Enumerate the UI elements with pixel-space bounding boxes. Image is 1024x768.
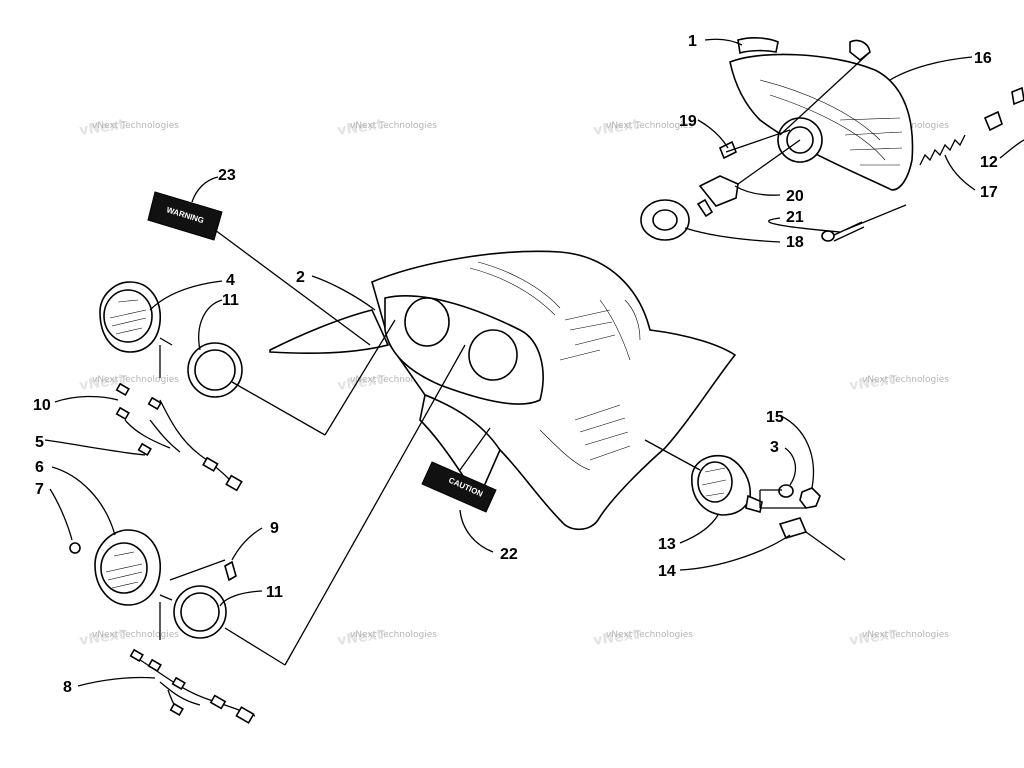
watermark: vNext vNext Technologies bbox=[78, 627, 179, 649]
callout-14: 14 bbox=[658, 563, 676, 580]
callout-15: 15 bbox=[766, 409, 784, 426]
leader-lines bbox=[44, 38, 1024, 687]
nut bbox=[799, 487, 821, 509]
svg-text:vNext: vNext bbox=[848, 372, 896, 394]
callout-12: 12 bbox=[980, 154, 998, 171]
callout-23: 23 bbox=[218, 167, 236, 184]
watermark: vNext vNext Technologies bbox=[78, 372, 179, 394]
svg-text:vNext Technologies: vNext Technologies bbox=[350, 121, 437, 131]
caution-decal: CAUTION bbox=[421, 461, 497, 513]
callout-5: 5 bbox=[35, 434, 44, 451]
callout-21: 21 bbox=[786, 209, 804, 226]
screw bbox=[718, 140, 738, 160]
bracket bbox=[737, 37, 779, 55]
bolt bbox=[821, 230, 835, 242]
callout-1: 1 bbox=[688, 33, 697, 50]
watermark: vNext vNext Technologies bbox=[848, 372, 949, 394]
svg-text:vNext: vNext bbox=[592, 117, 640, 139]
grommet bbox=[69, 542, 81, 554]
callout-4: 4 bbox=[226, 272, 235, 289]
svg-text:vNext Technologies: vNext Technologies bbox=[862, 630, 949, 640]
bulb bbox=[698, 175, 739, 207]
watermark: vNext vNext Technologies bbox=[592, 627, 693, 649]
callout-19: 19 bbox=[679, 113, 697, 130]
svg-text:vNext Technologies: vNext Technologies bbox=[350, 375, 437, 385]
console-housing bbox=[269, 250, 737, 531]
svg-text:vNext: vNext bbox=[592, 627, 640, 649]
svg-text:vNext: vNext bbox=[336, 117, 384, 139]
switch-assembly bbox=[691, 454, 846, 561]
gauge-hole-left bbox=[404, 297, 450, 347]
svg-text:vNext: vNext bbox=[78, 372, 126, 394]
warning-decal: WARNING bbox=[147, 191, 223, 241]
svg-text:vNext Technologies: vNext Technologies bbox=[606, 121, 693, 131]
gauge-lower bbox=[69, 529, 237, 639]
watermark: vNext vNext Technologies bbox=[336, 372, 437, 394]
callout-3: 3 bbox=[770, 439, 779, 456]
svg-text:vNext Technologies: vNext Technologies bbox=[606, 630, 693, 640]
callout-7: 7 bbox=[35, 481, 44, 498]
callout-22: 22 bbox=[500, 546, 518, 563]
svg-text:vNext: vNext bbox=[848, 627, 896, 649]
headlight-housing bbox=[729, 53, 914, 191]
svg-text:vNext: vNext bbox=[336, 627, 384, 649]
watermark: vNext vNext Technologies bbox=[336, 627, 437, 649]
gauge-hole-right bbox=[468, 329, 518, 381]
svg-text:vNext: vNext bbox=[78, 117, 126, 139]
svg-text:vNext: vNext bbox=[336, 372, 384, 394]
watermark: vNext vNext Technologies bbox=[848, 627, 949, 649]
callout-10: 10 bbox=[33, 397, 51, 414]
svg-text:vNext Technologies: vNext Technologies bbox=[92, 121, 179, 131]
callout-11-lower: 11 bbox=[266, 584, 283, 601]
svg-text:vNext Technologies: vNext Technologies bbox=[92, 375, 179, 385]
callout-16: 16 bbox=[974, 50, 992, 67]
wiring-harness-lower bbox=[129, 648, 256, 724]
callout-20: 20 bbox=[786, 188, 804, 205]
callout-2: 2 bbox=[296, 269, 305, 286]
callout-6: 6 bbox=[35, 459, 44, 476]
callout-18: 18 bbox=[786, 234, 804, 251]
headlight-assembly bbox=[640, 37, 1024, 242]
wiring-harness-upper bbox=[115, 382, 243, 492]
cable bbox=[778, 517, 808, 539]
callout-9: 9 bbox=[270, 520, 279, 537]
callout-17: 17 bbox=[980, 184, 998, 201]
gauge-upper bbox=[99, 281, 243, 398]
watermark: vNext vNext Technologies bbox=[336, 117, 437, 139]
watermark: vNext vNext Technologies bbox=[78, 117, 179, 139]
svg-text:vNext Technologies: vNext Technologies bbox=[92, 630, 179, 640]
washer bbox=[778, 484, 794, 498]
svg-text:vNext: vNext bbox=[78, 627, 126, 649]
lamp-bulb bbox=[224, 560, 237, 582]
svg-text:vNext Technologies: vNext Technologies bbox=[862, 375, 949, 385]
watermark: vNext vNext Technologies bbox=[592, 117, 693, 139]
callouts: 1 16 19 12 20 17 21 18 23 2 4 11 10 5 6 … bbox=[33, 33, 998, 696]
callout-8: 8 bbox=[63, 679, 72, 696]
svg-text:vNext Technologies: vNext Technologies bbox=[350, 630, 437, 640]
callout-11-upper: 11 bbox=[222, 292, 239, 309]
callout-13: 13 bbox=[658, 536, 676, 553]
spring bbox=[919, 134, 966, 166]
